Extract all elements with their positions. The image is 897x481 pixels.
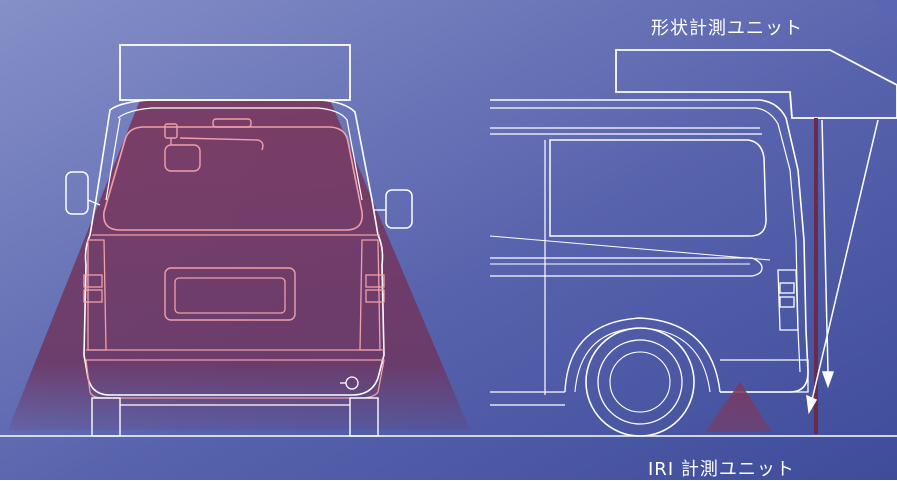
shape-scan-beam — [8, 100, 470, 430]
tail-light-left — [83, 239, 107, 351]
van-rear-body-inner — [117, 107, 363, 201]
shape-unit-side — [615, 49, 897, 119]
corner-tab — [870, 0, 897, 22]
shape-unit-label: 形状計測ユニット — [651, 18, 803, 39]
rear-wheel-side — [585, 327, 695, 437]
side-mirror-left — [65, 171, 89, 215]
rear-tire-left — [91, 397, 121, 437]
rear-tire-right — [349, 397, 379, 437]
van-side-body — [490, 99, 809, 393]
measurement-arrows — [806, 119, 879, 415]
license-plate — [174, 277, 286, 314]
side-mirror-right — [385, 189, 413, 229]
iri-unit-label: IRI 計測ユニット — [648, 459, 795, 480]
rear-window — [103, 126, 363, 231]
license-plate-recess — [164, 267, 296, 321]
van-rear-body — [83, 99, 385, 396]
wheel-arch — [564, 317, 721, 393]
iri-scan-beam — [705, 382, 772, 432]
rear-view-van — [8, 44, 470, 437]
side-view-van — [489, 49, 897, 437]
side-bumper — [720, 359, 809, 393]
probe-bar — [814, 118, 818, 434]
side-window — [549, 139, 767, 237]
tail-light-right — [359, 239, 385, 351]
tail-light-side — [777, 269, 799, 331]
